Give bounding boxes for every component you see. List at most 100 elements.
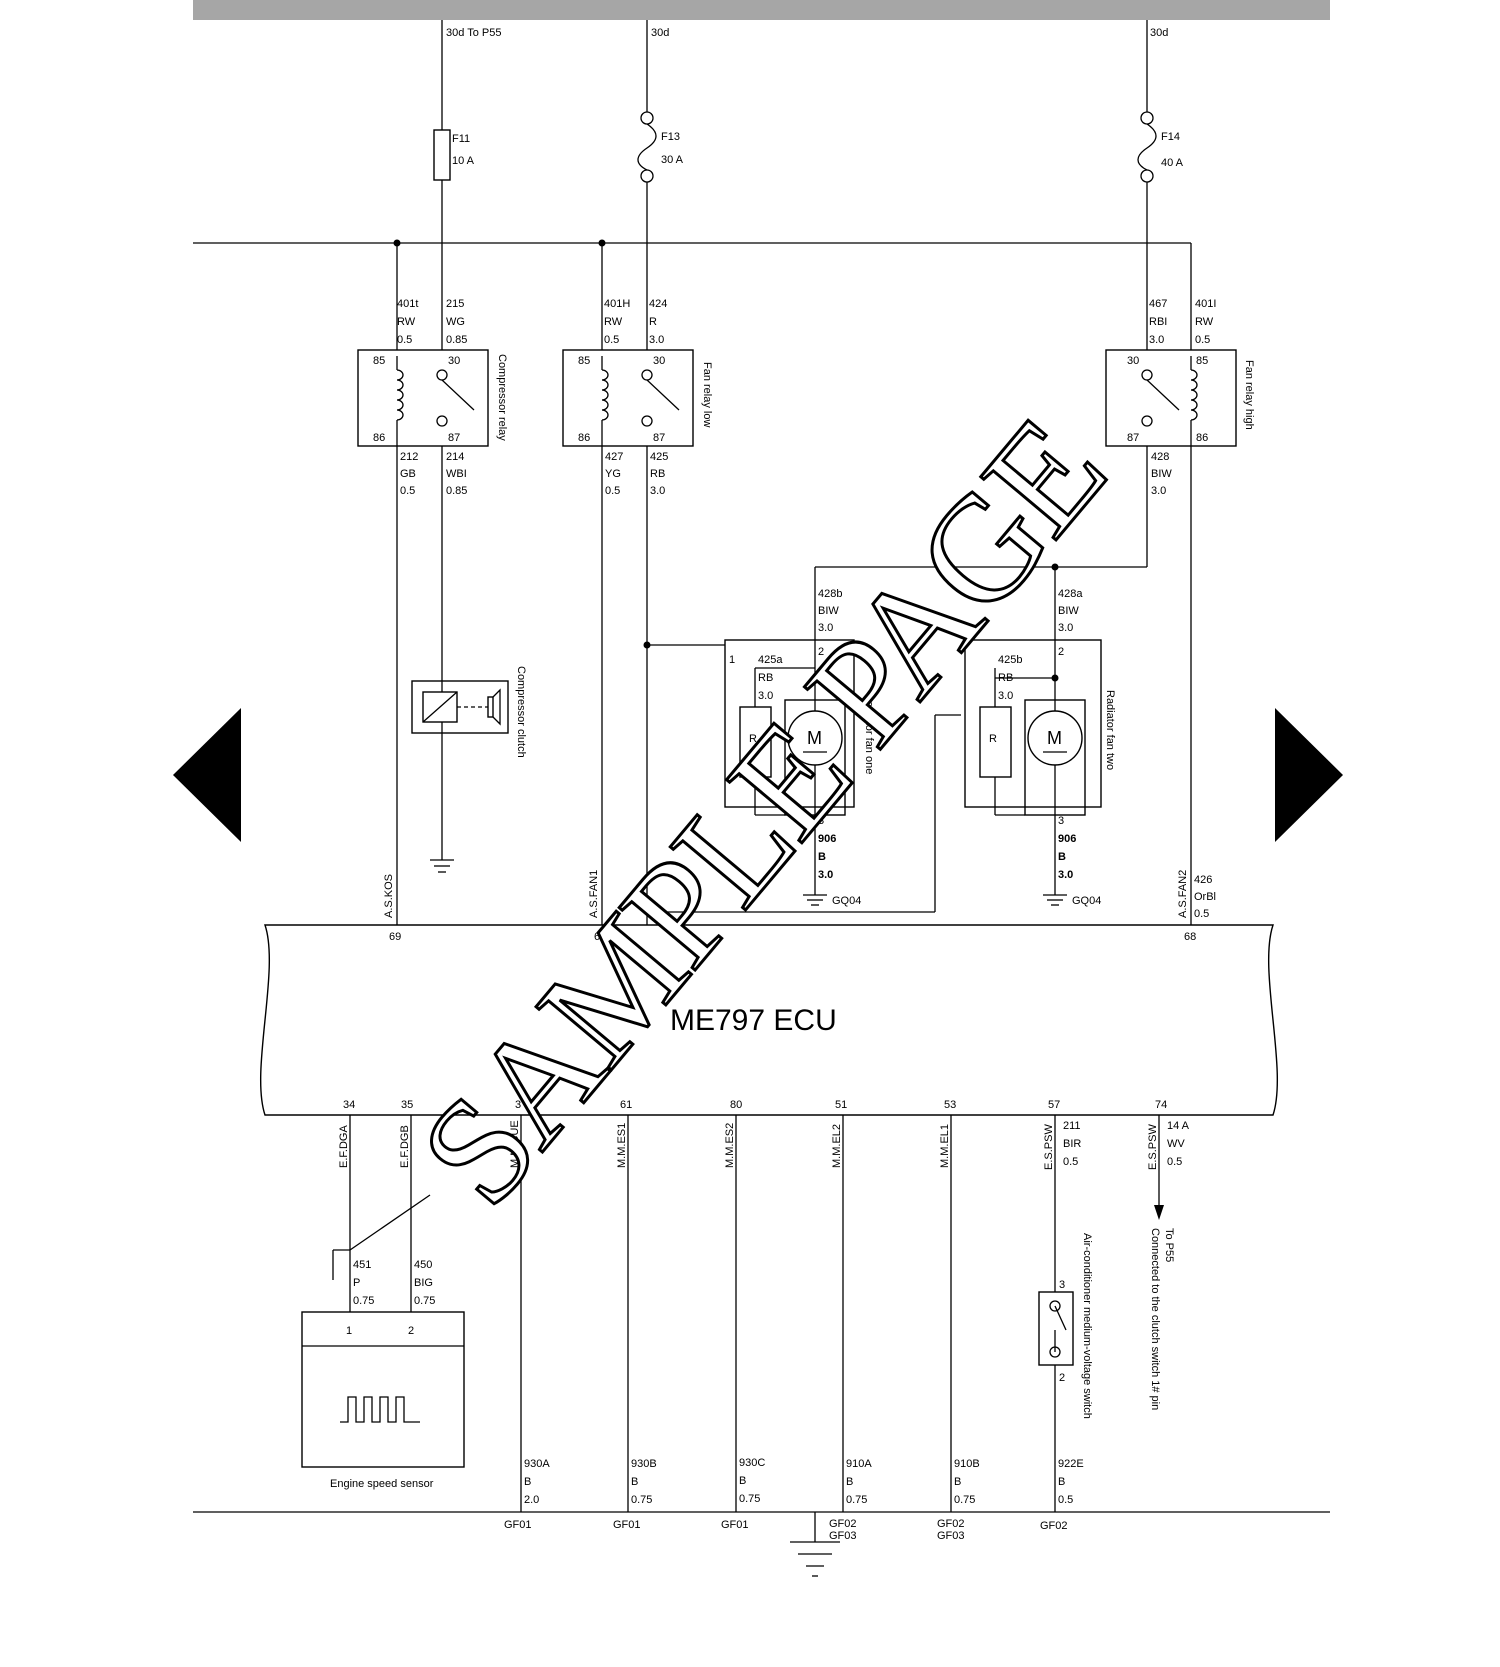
svg-text:BIW: BIW xyxy=(818,605,839,617)
svg-text:2: 2 xyxy=(408,1325,414,1337)
svg-text:E.S.PSW: E.S.PSW xyxy=(1147,1124,1159,1170)
fuse-f11-rating: 10 A xyxy=(452,155,475,167)
svg-text:0.5: 0.5 xyxy=(1194,908,1209,920)
svg-text:3.0: 3.0 xyxy=(998,690,1013,702)
mid-wiring xyxy=(396,446,1192,925)
svg-text:68: 68 xyxy=(1184,931,1196,943)
ecu-block: ME797 ECU 69 67 68 34 35 3 61 80 51 53 5… xyxy=(259,924,1279,1116)
svg-text:0.75: 0.75 xyxy=(846,1494,867,1506)
svg-text:930A: 930A xyxy=(524,1458,550,1470)
svg-text:M.M.EL1: M.M.EL1 xyxy=(939,1124,951,1168)
svg-text:1: 1 xyxy=(346,1325,352,1337)
svg-text:A.S.FAN1: A.S.FAN1 xyxy=(588,870,600,918)
svg-text:3.0: 3.0 xyxy=(1149,334,1164,346)
svg-text:P: P xyxy=(353,1277,360,1289)
svg-text:427: 427 xyxy=(605,451,623,463)
svg-text:0.5: 0.5 xyxy=(397,334,412,346)
svg-text:1: 1 xyxy=(729,654,735,666)
svg-text:35: 35 xyxy=(401,1099,413,1111)
svg-text:B: B xyxy=(1058,851,1066,863)
svg-text:428b: 428b xyxy=(818,588,842,600)
svg-text:GQ04: GQ04 xyxy=(1072,895,1101,907)
svg-text:401H: 401H xyxy=(604,298,630,310)
bottom-wiring xyxy=(193,1115,1330,1577)
svg-text:424: 424 xyxy=(649,298,667,310)
svg-text:2: 2 xyxy=(1058,646,1064,658)
svg-text:74: 74 xyxy=(1155,1099,1167,1111)
svg-text:B: B xyxy=(846,1476,853,1488)
svg-text:3.0: 3.0 xyxy=(818,869,833,881)
svg-text:61: 61 xyxy=(620,1099,632,1111)
svg-text:930C: 930C xyxy=(739,1457,765,1469)
svg-text:425b: 425b xyxy=(998,654,1022,666)
svg-text:910A: 910A xyxy=(846,1458,872,1470)
svg-text:211: 211 xyxy=(1063,1120,1081,1132)
radiator-fan-two: R M 2 3 425b RB 3.0 Radiator fan two xyxy=(964,639,1116,827)
supply-label-3: 30d xyxy=(1150,27,1168,39)
svg-text:WV: WV xyxy=(1167,1138,1185,1150)
svg-text:67: 67 xyxy=(594,931,606,943)
supply-label-1: 30d To P55 xyxy=(446,27,501,39)
svg-text:RW: RW xyxy=(604,316,623,328)
radiator-fan-one: R M 1 2 3 425a RB 3.0 Radiator fan one xyxy=(724,639,875,827)
svg-text:0.85: 0.85 xyxy=(446,334,467,346)
fan-grounds: 906 B 3.0 GQ04 906 B 3.0 GQ04 xyxy=(803,833,1101,907)
next-page-arrow[interactable] xyxy=(1275,708,1343,842)
fuse-f13-id: F13 xyxy=(661,131,680,143)
svg-text:GF03: GF03 xyxy=(829,1530,857,1542)
svg-text:87: 87 xyxy=(653,432,665,444)
svg-text:215: 215 xyxy=(446,298,464,310)
previous-page-arrow[interactable] xyxy=(173,708,241,842)
svg-text:RW: RW xyxy=(397,316,416,328)
svg-text:BIR: BIR xyxy=(1063,1138,1081,1150)
engine-speed-sensor: 451 P 0.75 450 BIG 0.75 1 2 Engine speed… xyxy=(301,1259,465,1490)
svg-text:B: B xyxy=(954,1476,961,1488)
svg-text:51: 51 xyxy=(835,1099,847,1111)
fuse-f11-id: F11 xyxy=(452,133,470,145)
svg-text:428: 428 xyxy=(1151,451,1169,463)
svg-text:87: 87 xyxy=(1127,432,1139,444)
svg-text:3.0: 3.0 xyxy=(818,622,833,634)
svg-text:0.75: 0.75 xyxy=(954,1494,975,1506)
fuse-f14-id: F14 xyxy=(1161,131,1180,143)
svg-text:69: 69 xyxy=(389,931,401,943)
svg-text:OrBl: OrBl xyxy=(1194,891,1216,903)
svg-text:Radiator fan one: Radiator fan one xyxy=(863,693,875,774)
svg-text:B: B xyxy=(818,851,826,863)
svg-text:86: 86 xyxy=(373,432,385,444)
svg-text:M: M xyxy=(1047,728,1062,748)
svg-text:401t: 401t xyxy=(397,298,418,310)
svg-text:30: 30 xyxy=(653,355,665,367)
svg-text:B: B xyxy=(739,1475,746,1487)
svg-text:Compressor clutch: Compressor clutch xyxy=(515,666,527,758)
svg-text:BIW: BIW xyxy=(1151,468,1172,480)
svg-text:GF03: GF03 xyxy=(937,1530,965,1542)
svg-text:0.85: 0.85 xyxy=(446,485,467,497)
svg-text:3: 3 xyxy=(818,815,824,827)
svg-text:86: 86 xyxy=(578,432,590,444)
svg-text:BIW: BIW xyxy=(1058,605,1079,617)
fan-relay-high: 30 85 87 86 Fan relay high xyxy=(1105,349,1255,447)
svg-text:425a: 425a xyxy=(758,654,783,666)
svg-text:M.M.CUE: M.M.CUE xyxy=(509,1120,521,1168)
svg-text:Radiator fan two: Radiator fan two xyxy=(1104,690,1116,770)
svg-text:GF02: GF02 xyxy=(1040,1520,1068,1532)
svg-text:GQ04: GQ04 xyxy=(832,895,861,907)
compressor-relay: 85 30 86 87 Compressor relay xyxy=(357,349,508,447)
svg-text:85: 85 xyxy=(373,355,385,367)
fuse-f13-symbol xyxy=(637,123,657,171)
svg-text:467: 467 xyxy=(1149,298,1167,310)
svg-text:426: 426 xyxy=(1194,874,1212,886)
svg-text:214: 214 xyxy=(446,451,464,463)
svg-text:M.M.EL2: M.M.EL2 xyxy=(831,1124,843,1168)
svg-text:Air-conditioner medium-voltage: Air-conditioner medium-voltage switch xyxy=(1081,1233,1093,1419)
header-bar xyxy=(193,0,1330,20)
svg-text:85: 85 xyxy=(1196,355,1208,367)
fuse-f13-rating: 30 A xyxy=(661,154,684,166)
svg-text:RB: RB xyxy=(758,672,773,684)
svg-text:14 A: 14 A xyxy=(1167,1120,1190,1132)
svg-text:B: B xyxy=(631,1476,638,1488)
